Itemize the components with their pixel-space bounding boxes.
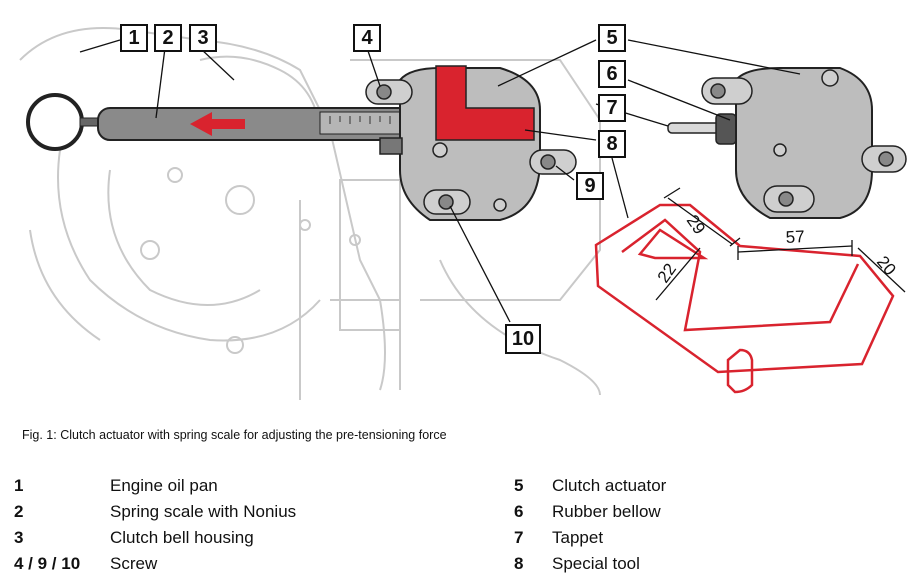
legend-label: Clutch bell housing <box>110 528 254 547</box>
callout-8: 8 <box>598 130 626 158</box>
screw-4 <box>376 84 392 100</box>
special-tool-drawing <box>594 203 895 394</box>
callout-10: 10 <box>505 324 541 354</box>
legend-num: 8 <box>514 554 524 573</box>
legend-num: 6 <box>514 502 524 521</box>
legend-label: Rubber bellow <box>552 502 661 521</box>
callout-9: 9 <box>576 172 604 200</box>
legend-label: Clutch actuator <box>552 476 667 495</box>
callout-6: 6 <box>598 60 626 88</box>
legend-label: Special tool <box>552 554 640 573</box>
dimension-57: 57 <box>785 227 805 247</box>
legend-num: 4 / 9 / 10 <box>14 554 81 573</box>
spring-scale-ring <box>26 93 84 151</box>
dimension-22: 22 <box>654 260 680 286</box>
callout-2: 2 <box>154 24 182 52</box>
legend-num: 5 <box>514 476 524 495</box>
callout-1: 1 <box>120 24 148 52</box>
pull-direction-arrow <box>190 112 245 136</box>
callout-5: 5 <box>598 24 626 52</box>
screw-9 <box>540 154 556 170</box>
dimension-29: 29 <box>683 211 709 237</box>
detached-actuator <box>667 67 907 219</box>
legend-label: Spring scale with Nonius <box>110 502 297 521</box>
figure-caption: Fig. 1: Clutch actuator with spring scal… <box>22 428 447 442</box>
legend-label: Tappet <box>552 528 604 547</box>
legend-num: 3 <box>14 528 24 547</box>
legend-num: 2 <box>14 502 24 521</box>
legend-num: 7 <box>514 528 524 547</box>
diagram-figure: 29 22 57 20 <box>19 27 907 400</box>
screw-10 <box>438 194 454 210</box>
legend-label: Engine oil pan <box>110 476 218 495</box>
leader-lines <box>79 39 801 323</box>
legend-num: 1 <box>14 476 24 495</box>
legend-label: Screw <box>110 554 158 573</box>
mounted-actuator <box>365 65 577 221</box>
callout-7: 7 <box>598 94 626 122</box>
callout-3: 3 <box>189 24 217 52</box>
mounted-special-tool <box>435 65 535 141</box>
callout-4: 4 <box>353 24 381 52</box>
dimension-lines <box>655 187 906 301</box>
